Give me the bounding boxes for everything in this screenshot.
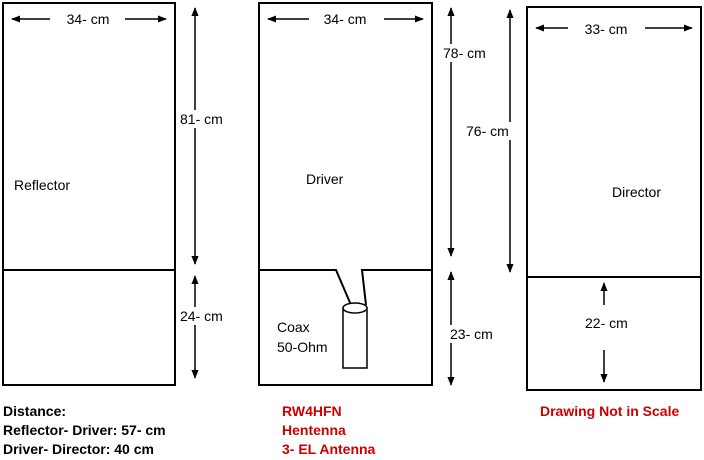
driver-element: 34- cm Driver Coax 50-Ohm: [258, 2, 433, 386]
director-height-dimensions: 76- cm: [464, 9, 524, 273]
driver-name-label: Driver: [306, 171, 344, 187]
reflector-upper-height-label: 81- cm: [180, 111, 223, 127]
driver-upper-height-label: 78- cm: [443, 45, 486, 61]
spacing-heading: Distance:: [3, 403, 67, 419]
element-spacing-info: Distance: Reflector- Driver: 57- cm Driv…: [3, 402, 166, 459]
coax-cable-icon: [342, 302, 368, 369]
scale-note-text: Drawing Not in Scale: [540, 403, 680, 419]
spacing-driver-director: Driver- Director: 40 cm: [3, 441, 154, 457]
driver-lower-height-label: 23- cm: [450, 326, 493, 342]
antenna-title-block: RW4HFN Hentenna 3- EL Antenna: [282, 402, 375, 459]
director-name-label: Director: [612, 184, 661, 200]
reflector-name-label: Reflector: [14, 177, 70, 193]
reflector-height-dimensions: 81- cm 24- cm: [176, 7, 234, 379]
reflector-lower-height-label: 24- cm: [180, 308, 223, 324]
coax-label: Coax: [277, 319, 310, 335]
reflector-width-label: 34- cm: [67, 11, 110, 27]
director-width-label: 33- cm: [585, 21, 628, 37]
reflector-element: 34- cm Reflector: [2, 2, 176, 386]
antenna-description-label: 3- EL Antenna: [282, 441, 376, 457]
director-frame: [526, 6, 702, 391]
reflector-frame: [2, 2, 176, 386]
director-lower-height-label: 22- cm: [585, 315, 628, 331]
antenna-name-label: Hentenna: [282, 422, 346, 438]
driver-height-dimensions: 78- cm 23- cm: [440, 7, 500, 386]
callsign-label: RW4HFN: [282, 403, 342, 419]
driver-crossbar-left: [259, 269, 352, 306]
director-upper-height-label: 76- cm: [466, 123, 509, 139]
driver-crossbar-right: [360, 269, 432, 306]
driver-frame: [258, 2, 433, 386]
spacing-reflector-driver: Reflector- Driver: 57- cm: [3, 422, 166, 438]
director-element: 33- cm Director 22- cm: [526, 6, 702, 391]
driver-width-label: 34- cm: [324, 11, 367, 27]
coax-impedance-label: 50-Ohm: [277, 339, 328, 355]
scale-note: Drawing Not in Scale: [540, 402, 679, 421]
